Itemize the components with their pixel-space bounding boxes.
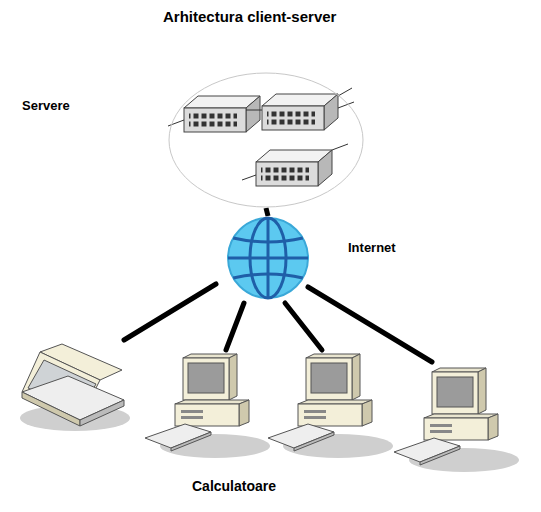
network-link (266, 208, 268, 216)
diagram-title: Arhitectura client-server (163, 8, 336, 25)
group-label: Calculatoare (192, 478, 276, 494)
internet-globe: Internet (226, 216, 310, 300)
group-label: Servere (22, 98, 70, 113)
ellipse-outline (168, 72, 364, 208)
server-group: Servere (168, 72, 364, 208)
globe-outline (226, 216, 310, 300)
network-label: Internet (348, 240, 396, 255)
